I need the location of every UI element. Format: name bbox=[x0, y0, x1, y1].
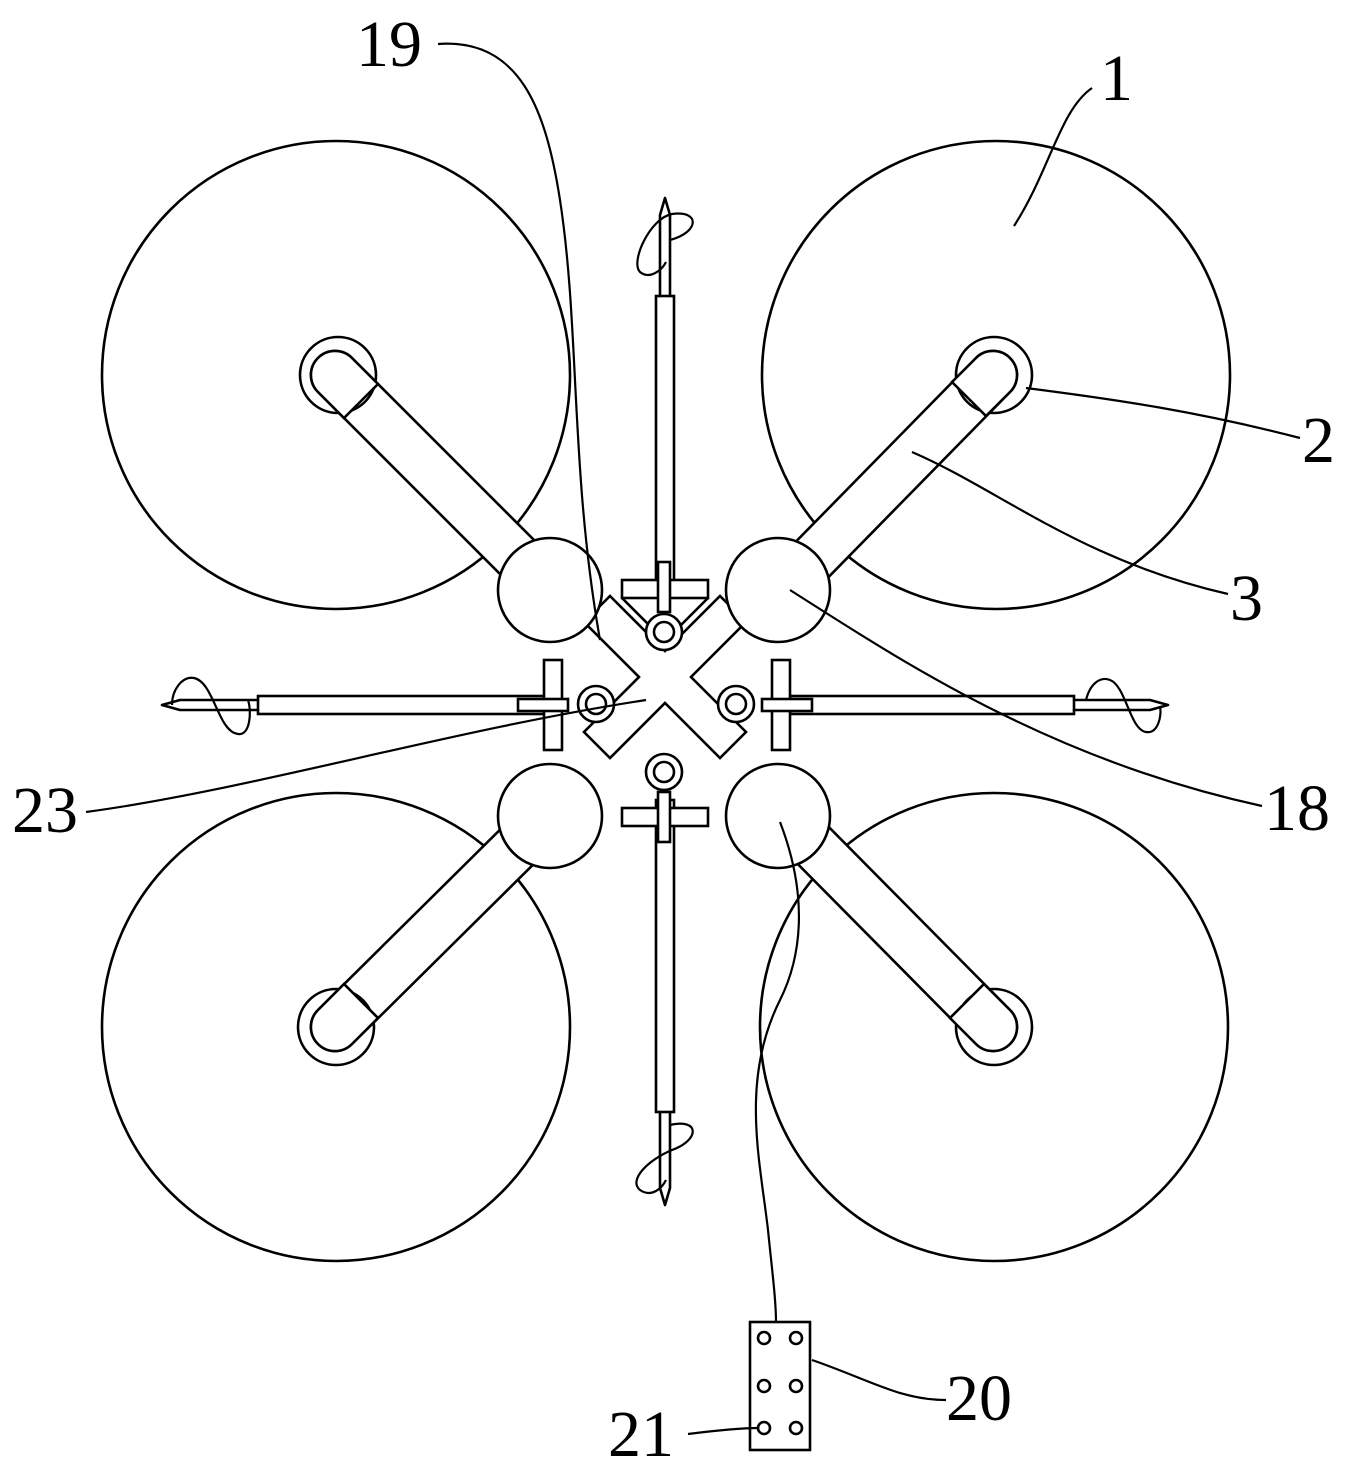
bracket-top-pin bbox=[656, 560, 672, 614]
leader-1 bbox=[1013, 87, 1093, 227]
hub-top-left bbox=[496, 536, 604, 644]
arm-end-top-left bbox=[309, 349, 380, 420]
top-rod-tip bbox=[658, 196, 672, 298]
controller-button-1 bbox=[756, 1330, 772, 1346]
bottom-rod-sleeve bbox=[654, 798, 676, 1114]
rotor-disc-bottom-left bbox=[100, 791, 572, 1263]
bottom-rod-tip bbox=[658, 1110, 672, 1207]
top-rod-spiral bbox=[636, 212, 694, 277]
rotor-disc-top-left bbox=[100, 139, 572, 611]
right-rod-spiral bbox=[1084, 677, 1162, 734]
rotor-disc-top-right bbox=[760, 139, 1232, 611]
controller-button-3 bbox=[756, 1378, 772, 1394]
bracket-top-bolt bbox=[644, 612, 684, 652]
controller-cable bbox=[754, 821, 800, 1323]
motor-boss-bottom-right bbox=[954, 987, 1034, 1067]
leader-2 bbox=[1025, 386, 1301, 440]
hub-top-right bbox=[724, 536, 832, 644]
bracket-bottom-bolt-inner bbox=[652, 760, 676, 784]
controller-button-2 bbox=[788, 1330, 804, 1346]
hub-bottom-left bbox=[496, 762, 604, 870]
leader-18 bbox=[789, 589, 1263, 808]
rotor-discs bbox=[100, 139, 1232, 1263]
leader-3 bbox=[911, 450, 1229, 596]
leader-20 bbox=[811, 1358, 947, 1402]
bracket-right-bolt bbox=[716, 684, 756, 724]
label-19: 19 bbox=[356, 8, 422, 81]
leader-lines bbox=[85, 42, 1301, 1436]
right-rod-sleeve bbox=[788, 694, 1076, 716]
reference-labels: 1 2 3 18 19 20 21 23 bbox=[12, 8, 1335, 1471]
top-rod-sleeve bbox=[654, 294, 676, 588]
label-18: 18 bbox=[1264, 772, 1330, 845]
label-2: 2 bbox=[1302, 404, 1335, 477]
hub-bottom-right bbox=[724, 762, 832, 870]
arm-end-bottom-left bbox=[309, 982, 380, 1053]
bracket-left-bolt-inner bbox=[584, 692, 608, 716]
bracket-left-bolt bbox=[576, 684, 616, 724]
leader-21 bbox=[687, 1426, 759, 1436]
label-3: 3 bbox=[1230, 562, 1263, 635]
bottom-rod-spiral bbox=[635, 1122, 694, 1195]
label-23: 23 bbox=[12, 774, 78, 847]
bracket-left-pin bbox=[516, 697, 570, 713]
arm-end-top-right bbox=[950, 349, 1019, 418]
motor-bosses bbox=[296, 335, 1034, 1067]
controller-button-4 bbox=[788, 1378, 804, 1394]
arm-end-bottom-right bbox=[948, 982, 1019, 1053]
right-rod-tip bbox=[1072, 698, 1170, 712]
motor-boss-bottom-left bbox=[296, 987, 376, 1067]
motor-boss-top-right bbox=[954, 335, 1034, 415]
bracket-bottom-bolt bbox=[644, 752, 684, 792]
leader-19 bbox=[437, 42, 602, 641]
motor-hubs bbox=[496, 536, 832, 870]
label-20: 20 bbox=[946, 1362, 1012, 1435]
label-1: 1 bbox=[1100, 42, 1133, 115]
bracket-bottom-pin bbox=[656, 790, 672, 844]
brackets bbox=[516, 560, 814, 844]
controller-button-6 bbox=[788, 1420, 804, 1436]
label-21: 21 bbox=[608, 1398, 674, 1471]
left-rod-spiral bbox=[170, 676, 251, 736]
remote-controller bbox=[748, 1320, 812, 1452]
left-rod-tip bbox=[160, 698, 260, 712]
bracket-right-bolt-inner bbox=[724, 692, 748, 716]
bracket-top-bolt-inner bbox=[652, 620, 676, 644]
rotor-disc-bottom-right bbox=[758, 791, 1230, 1263]
bracket-right-pin bbox=[760, 697, 814, 713]
x-frame bbox=[582, 594, 748, 760]
leader-23 bbox=[85, 698, 647, 814]
left-rod-sleeve bbox=[256, 694, 550, 716]
arms bbox=[309, 349, 1019, 1053]
